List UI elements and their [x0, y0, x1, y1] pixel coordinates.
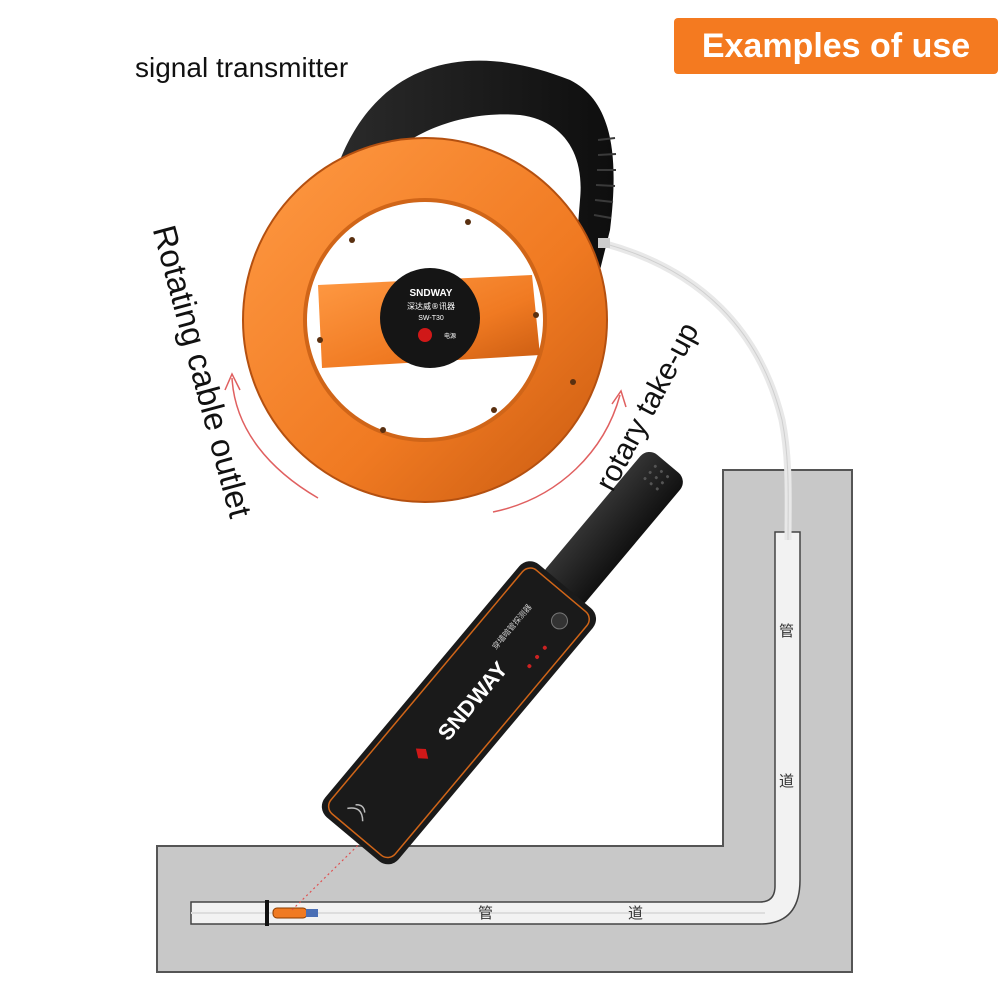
pipe-label-vertical-top: 管 — [779, 622, 795, 640]
sensitivity-knob-icon — [551, 612, 569, 630]
transmitter-brand: SNDWAY — [410, 288, 453, 299]
rotate-arrow-left — [231, 377, 319, 499]
wall-block — [156, 469, 853, 973]
transmitter-reel — [242, 60, 617, 503]
receiver-wand — [321, 452, 683, 865]
pipe-channel — [190, 531, 801, 925]
rotate-arrow-right — [492, 394, 621, 513]
brand-logo-icon — [415, 748, 429, 759]
transmitter-indicator: 电源 — [444, 332, 456, 340]
power-indicator-icon — [418, 328, 432, 342]
transmitter-title: 深达威®讯器 — [407, 301, 455, 311]
signal-transmitter-label: signal transmitter — [135, 52, 349, 83]
examples-of-use-badge: Examples of use — [674, 18, 998, 74]
pipe-label-horizontal-right: 道 — [628, 904, 644, 922]
signal-wave-icon — [347, 804, 366, 822]
probe-head — [272, 907, 308, 919]
pipe-label-vertical-bottom: 道 — [779, 772, 795, 790]
reel-center-label — [380, 268, 480, 368]
transmitter-model: SW-T30 — [418, 315, 444, 322]
pipe-label-horizontal-left: 管 — [478, 904, 494, 922]
reel-handle — [340, 60, 614, 270]
